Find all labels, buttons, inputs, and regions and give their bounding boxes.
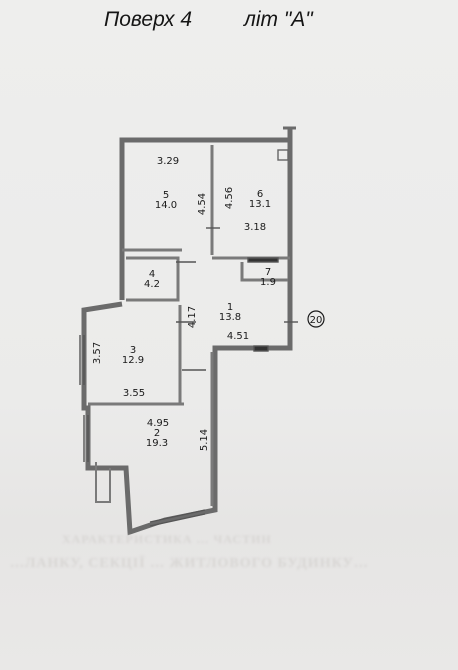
room-3-area: 12.9: [122, 355, 144, 366]
room-5-number: 5: [163, 190, 169, 201]
room-7-number: 7: [265, 267, 271, 278]
dim-room5-length: 4.54: [197, 193, 208, 215]
wall-room4: [126, 256, 180, 302]
faded-stamp-line-1: ХАРАКТЕРИСТИКА … ЧАСТИН: [62, 532, 272, 546]
room-2-area: 19.3: [146, 438, 168, 449]
dim-room1-width: 4.51: [227, 331, 249, 342]
wall-north-west: [119, 137, 290, 300]
outer-walls: [81, 126, 296, 536]
window-room2-south-2: [149, 513, 206, 527]
dim-room2-width: 4.95: [147, 418, 169, 429]
room-7-area: 1.9: [260, 277, 276, 288]
dim-room6-length: 4.56: [224, 187, 235, 209]
dim-room3-width: 3.55: [123, 388, 145, 399]
door-room7: [247, 257, 279, 263]
windows: [79, 149, 298, 527]
dim-room6-width: 3.18: [244, 222, 266, 233]
room-labels: 5 14.0 6 13.1 4 4.2 7 1.9 1 13.8 3 12.9 …: [122, 189, 276, 449]
floor-title: Поверх 4: [104, 8, 193, 31]
room-5-area: 14.0: [155, 200, 177, 211]
room-4-number: 4: [149, 269, 155, 280]
dimension-labels: 3.29 4.54 4.56 3.18 4.17 4.51 3.57 3.55 …: [92, 156, 266, 451]
marker-circle: [307, 310, 325, 328]
room-1-number: 1: [227, 302, 233, 313]
room-2-number: 2: [154, 428, 160, 439]
dim-room5-width: 3.29: [157, 156, 179, 167]
wall-east: [81, 128, 293, 536]
window-room2-south: [149, 509, 206, 523]
dim-room1-length: 4.17: [187, 306, 198, 328]
room-3-number: 3: [130, 345, 136, 356]
room-6-number: 6: [257, 189, 263, 200]
door-room1-south: [253, 345, 269, 352]
balcony-stub: [95, 462, 111, 503]
room-4-area: 4.2: [144, 279, 160, 290]
dim-room2-length: 5.14: [199, 429, 210, 451]
room-1-area: 13.8: [219, 312, 241, 323]
room-6-area: 13.1: [249, 199, 271, 210]
dim-room3-length: 3.57: [92, 342, 103, 364]
room6-corner-box: [277, 149, 289, 161]
marker-label: 20: [310, 315, 323, 326]
faded-stamp-line-2: …ЛАНКУ, СЕКЦІЇ … ЖИТЛОВОГО БУДИНКУ…: [10, 556, 369, 571]
building-letter-title: літ "А": [244, 8, 313, 31]
wall-room7: [240, 262, 288, 282]
